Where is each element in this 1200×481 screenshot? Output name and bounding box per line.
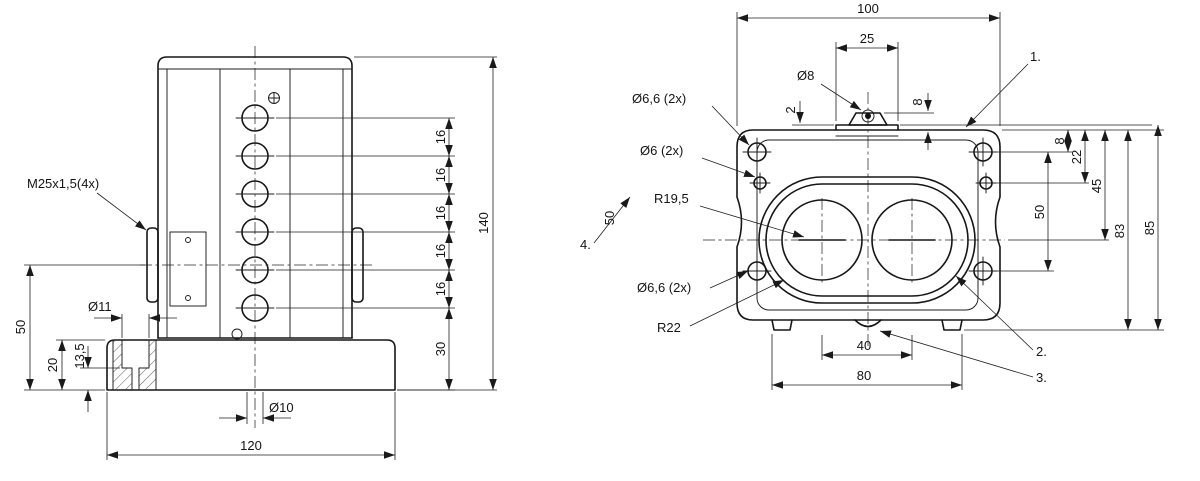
dim140-label: 140: [476, 212, 491, 234]
nameplate: [169, 231, 207, 307]
section-hatch: [112, 339, 157, 391]
top-clamp-feature: [835, 109, 899, 137]
ref4-label: 4.: [580, 237, 591, 252]
r22-label: R22: [657, 320, 681, 335]
dim120-label: 120: [240, 438, 262, 453]
obround-groove: [758, 176, 976, 304]
dia11-label: Ø11: [88, 299, 112, 314]
dim135-label: 13,5: [72, 343, 87, 368]
front-dimension-lines: [26, 57, 497, 459]
r195-label: R19,5: [654, 191, 689, 206]
dim45-label: 45: [1089, 179, 1104, 193]
front-view: M25x1,5(4x) Ø11 50 20 13,5 Ø10 120 140 1…: [13, 46, 497, 460]
dim50-right-label: 50: [1032, 205, 1047, 219]
dim83-label: 83: [1112, 224, 1127, 238]
top-body: [736, 129, 1001, 321]
ref1-label: 1.: [1030, 49, 1041, 64]
front-body: [157, 56, 353, 339]
dim16-label-2: 16: [433, 168, 448, 182]
bottom-feet: [771, 319, 963, 331]
dim30-label: 30: [433, 342, 448, 356]
terminal-holes: [235, 104, 275, 322]
top-centerlines: [703, 92, 1005, 348]
dim25-label: 25: [860, 31, 874, 46]
thread-callout-label: M25x1,5(4x): [27, 176, 99, 191]
dim50-left-label: 50: [13, 320, 28, 334]
ground-symbol-icon: [268, 92, 280, 104]
dim16-label-1: 16: [433, 130, 448, 144]
dim16-label-3: 16: [433, 206, 448, 220]
ref2-label: 2.: [1036, 344, 1047, 359]
dia66-top-label: Ø6,6 (2x): [632, 91, 686, 106]
dim100-label: 100: [857, 1, 879, 16]
dim50-diagonal-label: 50: [602, 211, 617, 225]
dim85-label: 85: [1142, 221, 1157, 235]
dim80-label: 80: [857, 368, 871, 383]
dim40-label: 40: [857, 338, 871, 353]
dia8-label: Ø8: [797, 68, 814, 83]
ref3-label: 3.: [1036, 370, 1047, 385]
front-centerlines: [140, 46, 372, 428]
dim16-label-4: 16: [433, 244, 448, 258]
bores: [781, 199, 953, 281]
base-plate: [106, 328, 396, 391]
corner-holes: [742, 137, 998, 286]
dim16-label-5: 16: [433, 282, 448, 296]
side-gland-tabs: [146, 227, 364, 303]
dia6-label: Ø6 (2x): [640, 143, 683, 158]
top-dimension-lines: [737, 14, 1162, 389]
dim8-right-label: 8: [1052, 137, 1067, 144]
dim20-label: 20: [45, 358, 60, 372]
dim22-label: 22: [1069, 150, 1084, 164]
dia10-label: Ø10: [269, 400, 294, 415]
dim2-label: 2: [783, 106, 798, 113]
top-view: 100 25 Ø8 2 8 Ø6,6 (2x) Ø6 (2x) R19,5 Ø6…: [580, 1, 1164, 390]
dim8-top-label: 8: [910, 98, 925, 105]
top-leader-lines: [593, 63, 1034, 378]
front-extension-lines: [24, 56, 497, 460]
dia66-bottom-label: Ø6,6 (2x): [637, 280, 691, 295]
